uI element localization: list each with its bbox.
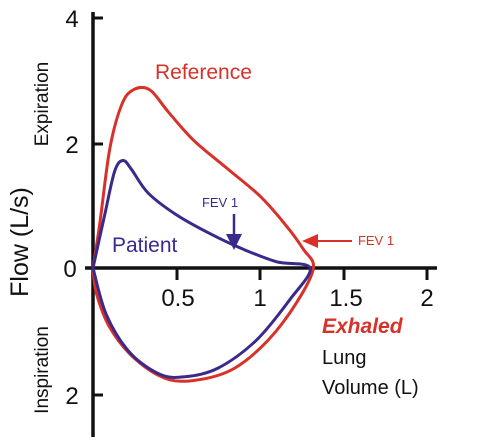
x-tick-label-0.5: 0.5 — [161, 285, 194, 312]
y-upper-label: Expiration — [32, 62, 53, 147]
patient-series-label: Patient — [112, 234, 178, 257]
x-tick-label-2: 2 — [420, 285, 433, 312]
y-tick-label-4: 4 — [65, 6, 78, 33]
y-axis-title: Flow (L/s) — [6, 187, 34, 297]
patient-fev1-arrow — [226, 214, 242, 250]
y-tick-label-2-upper: 2 — [65, 132, 78, 159]
y-tick-label-0: 0 — [63, 256, 76, 283]
x-tick-label-1: 1 — [253, 285, 266, 312]
reference-fev1-arrow — [302, 234, 352, 248]
reference-series-label: Reference — [155, 61, 252, 84]
patient-fev1-label: FEV 1 — [202, 195, 238, 210]
reference-fev1-label: FEV 1 — [358, 233, 394, 248]
x-axis-label-lung: Lung — [322, 347, 367, 369]
patient-curve — [91, 159, 312, 380]
y-lower-label: Inspiration — [32, 326, 53, 414]
x-axis-label-exhaled: Exhaled — [322, 315, 404, 338]
y-tick-label-2-lower: 2 — [65, 383, 78, 410]
x-axis-label-volume: Volume (L) — [322, 377, 419, 399]
x-tick-label-1.5: 1.5 — [329, 285, 362, 312]
